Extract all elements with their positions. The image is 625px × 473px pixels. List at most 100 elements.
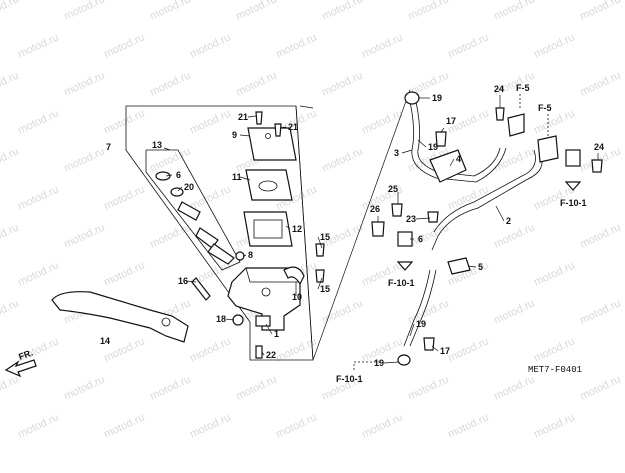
callout-leader	[495, 205, 505, 222]
callout-c5[interactable]: 5	[478, 262, 483, 272]
watermark-text: motod.ru	[360, 107, 404, 136]
watermark-text: motod.ru	[532, 411, 576, 440]
watermark-text: motod.ru	[532, 259, 576, 288]
callout-c24b[interactable]: 24	[594, 142, 604, 152]
callout-c2[interactable]: 2	[506, 216, 511, 226]
callout-leader	[185, 280, 197, 283]
callout-c23[interactable]: 23	[406, 214, 416, 224]
spring	[207, 243, 235, 265]
direction-label: FR.	[17, 348, 34, 362]
callout-c19d[interactable]: 19	[374, 358, 384, 368]
callout-c18[interactable]: 18	[216, 314, 226, 324]
watermark-text: motod.ru	[320, 145, 364, 174]
outline-edge	[295, 105, 314, 361]
watermark-text: motod.ru	[62, 145, 106, 174]
watermark-text: motod.ru	[492, 145, 536, 174]
callout-c14[interactable]: 14	[100, 336, 110, 346]
callout-c21b[interactable]: 21	[288, 122, 298, 132]
watermark-text: motod.ru	[446, 411, 490, 440]
callout-leader	[383, 361, 399, 364]
watermark-text: motod.ru	[532, 31, 576, 60]
callout-leader	[177, 186, 183, 192]
callout-c24a[interactable]: 24	[494, 84, 504, 94]
hose-guide	[397, 231, 413, 247]
callout-c1[interactable]: 1	[274, 329, 279, 339]
callout-c19b[interactable]: 19	[428, 142, 438, 152]
watermark-text: motod.ru	[102, 31, 146, 60]
callouts: 1234566789101112131415151617171819191919…	[100, 84, 604, 368]
watermark-text: motod.ru	[148, 0, 192, 23]
callout-c11[interactable]: 11	[232, 172, 242, 182]
callout-c26[interactable]: 26	[370, 204, 380, 214]
holder-bolt	[315, 269, 325, 283]
callout-c13[interactable]: 13	[152, 140, 162, 150]
watermark-text: motod.ru	[16, 107, 60, 136]
bolt	[427, 211, 439, 223]
callout-c17a[interactable]: 17	[446, 116, 456, 126]
watermark-text: motod.ru	[492, 0, 536, 23]
watermark-text: motod.ru	[62, 0, 106, 23]
callout-c4[interactable]: 4	[456, 154, 461, 164]
circlip	[170, 187, 184, 197]
callout-leader	[242, 254, 247, 257]
watermark-text: motod.ru	[578, 69, 622, 98]
lever-pivot	[161, 317, 171, 327]
callout-c10[interactable]: 10	[292, 292, 302, 302]
ref-f101-a[interactable]: F-10-1	[560, 198, 587, 208]
ref-f5-b[interactable]: F-5	[538, 103, 552, 113]
watermark-text: motod.ru	[492, 297, 536, 326]
callout-c3[interactable]: 3	[394, 148, 399, 158]
callout-leader	[285, 225, 291, 230]
callout-c15b[interactable]: 15	[320, 284, 330, 294]
callout-c16[interactable]: 16	[178, 276, 188, 286]
watermark-text: motod.ru	[102, 259, 146, 288]
callout-c22[interactable]: 22	[266, 350, 276, 360]
watermark-text: motod.ru	[16, 259, 60, 288]
callout-c6b[interactable]: 6	[418, 234, 423, 244]
sub-assembly-outline	[145, 149, 241, 271]
oil-bolt	[423, 337, 435, 351]
brake-hose-upper-inner	[415, 101, 501, 177]
body-top-edge	[245, 267, 300, 283]
callout-c19c[interactable]: 19	[416, 319, 426, 329]
callout-leader	[440, 127, 445, 133]
watermark-text: motod.ru	[578, 221, 622, 250]
callout-leader	[449, 158, 455, 167]
flange-bolt	[591, 159, 603, 173]
watermark-text: motod.ru	[188, 31, 232, 60]
ref-f5-a[interactable]: F-5	[516, 83, 530, 93]
watermark-text: motod.ru	[578, 373, 622, 402]
watermark-text: motod.ru	[492, 221, 536, 250]
callout-c20[interactable]: 20	[184, 182, 194, 192]
watermark-text: motod.ru	[234, 373, 278, 402]
watermark-text: motod.ru	[16, 183, 60, 212]
callout-c7[interactable]: 7	[106, 142, 111, 152]
callout-c19a[interactable]: 19	[432, 93, 442, 103]
hose-bracket	[537, 135, 559, 163]
callout-c12[interactable]: 12	[292, 224, 302, 234]
watermark-text: motod.ru	[406, 221, 450, 250]
callout-leader	[279, 126, 287, 129]
callout-leader	[239, 134, 251, 137]
callout-c8[interactable]: 8	[248, 250, 253, 260]
ref-f101-c[interactable]: F-10-1	[336, 374, 363, 384]
callout-c15a[interactable]: 15	[320, 232, 330, 242]
ref-arrow	[564, 181, 582, 191]
watermark-text: motod.ru	[360, 411, 404, 440]
callout-c6[interactable]: 6	[176, 170, 181, 180]
callout-c17b[interactable]: 17	[440, 346, 450, 356]
body-port	[261, 287, 271, 297]
callout-c21a[interactable]: 21	[238, 112, 248, 122]
watermark-text: motod.ru	[62, 221, 106, 250]
watermark-text: motod.ru	[274, 31, 318, 60]
callout-leader	[261, 351, 265, 356]
callout-leader	[431, 345, 439, 352]
callout-leader	[247, 115, 257, 118]
watermark-text: motod.ru	[0, 221, 21, 250]
callout-c9[interactable]: 9	[232, 130, 237, 140]
ref-f101-b[interactable]: F-10-1	[388, 278, 415, 288]
brake-hose-lower-inner	[433, 149, 536, 233]
callout-c25[interactable]: 25	[388, 184, 398, 194]
watermark-text: motod.ru	[0, 373, 21, 402]
cap-screw	[255, 111, 263, 125]
